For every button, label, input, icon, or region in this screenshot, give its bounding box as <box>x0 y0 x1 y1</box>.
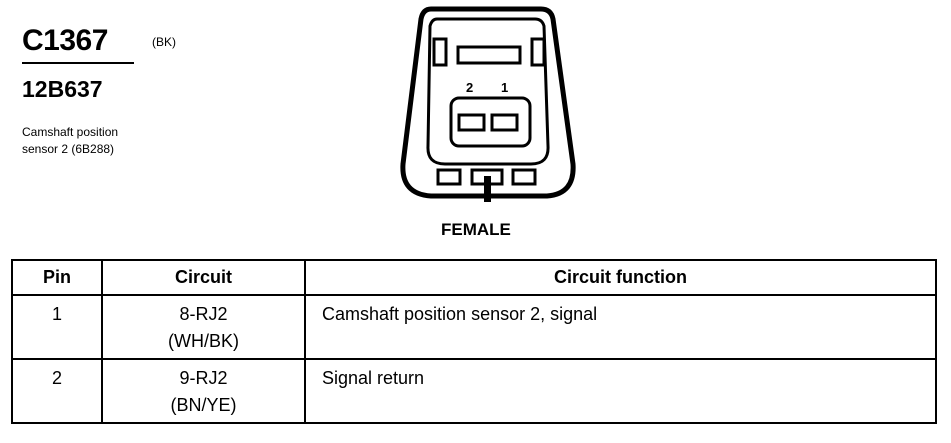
pin-cell: 2 <box>11 358 103 424</box>
function-cell: Camshaft position sensor 2, signal <box>304 294 937 360</box>
description-line: Camshaft position <box>22 125 119 139</box>
connector-color-code: (BK) <box>152 35 176 49</box>
side-tab <box>530 37 546 67</box>
circuit-cell: 9-RJ2 (BN/YE) <box>101 358 306 424</box>
part-number: 12B637 <box>22 76 103 102</box>
terminal-body <box>449 96 532 148</box>
pin-label-2: 2 <box>466 80 473 95</box>
latch-window <box>456 45 522 65</box>
pin-label-1: 1 <box>501 80 508 95</box>
circuit-wire-color: (WH/BK) <box>168 331 239 351</box>
circuit-wire-color: (BN/YE) <box>170 395 237 415</box>
terminal-2 <box>457 113 486 132</box>
description-line: sensor 2 (6B288) <box>22 142 115 156</box>
table-row: 1 8-RJ2 (WH/BK) Camshaft position sensor… <box>11 294 937 360</box>
side-tab <box>432 37 448 67</box>
header-pin: Pin <box>11 259 103 296</box>
lock-tab <box>436 168 462 186</box>
function-cell: Signal return <box>304 358 937 424</box>
pinout-table: Pin Circuit Circuit function 1 8-RJ2 (WH… <box>11 259 937 424</box>
view-label: FEMALE <box>441 220 511 239</box>
connector-id: C1367 <box>22 24 108 57</box>
lock-tab <box>511 168 537 186</box>
circuit-cell: 8-RJ2 (WH/BK) <box>101 294 306 360</box>
table-header-row: Pin Circuit Circuit function <box>11 259 937 296</box>
pin-cell: 1 <box>11 294 103 360</box>
header-circuit: Circuit <box>101 259 306 296</box>
housing-inner <box>426 17 550 166</box>
terminal-1 <box>490 113 519 132</box>
circuit-code: 8-RJ2 <box>179 304 228 324</box>
header-circuit-function: Circuit function <box>304 259 937 296</box>
table-row: 2 9-RJ2 (BN/YE) Signal return <box>11 358 937 424</box>
circuit-code: 9-RJ2 <box>179 368 228 388</box>
housing-outline <box>400 6 576 199</box>
title-rule <box>22 62 134 64</box>
key-post <box>484 176 491 202</box>
connector-face-diagram: 2 1 <box>400 6 576 202</box>
connector-description: Camshaft position sensor 2 (6B288) <box>22 124 222 158</box>
